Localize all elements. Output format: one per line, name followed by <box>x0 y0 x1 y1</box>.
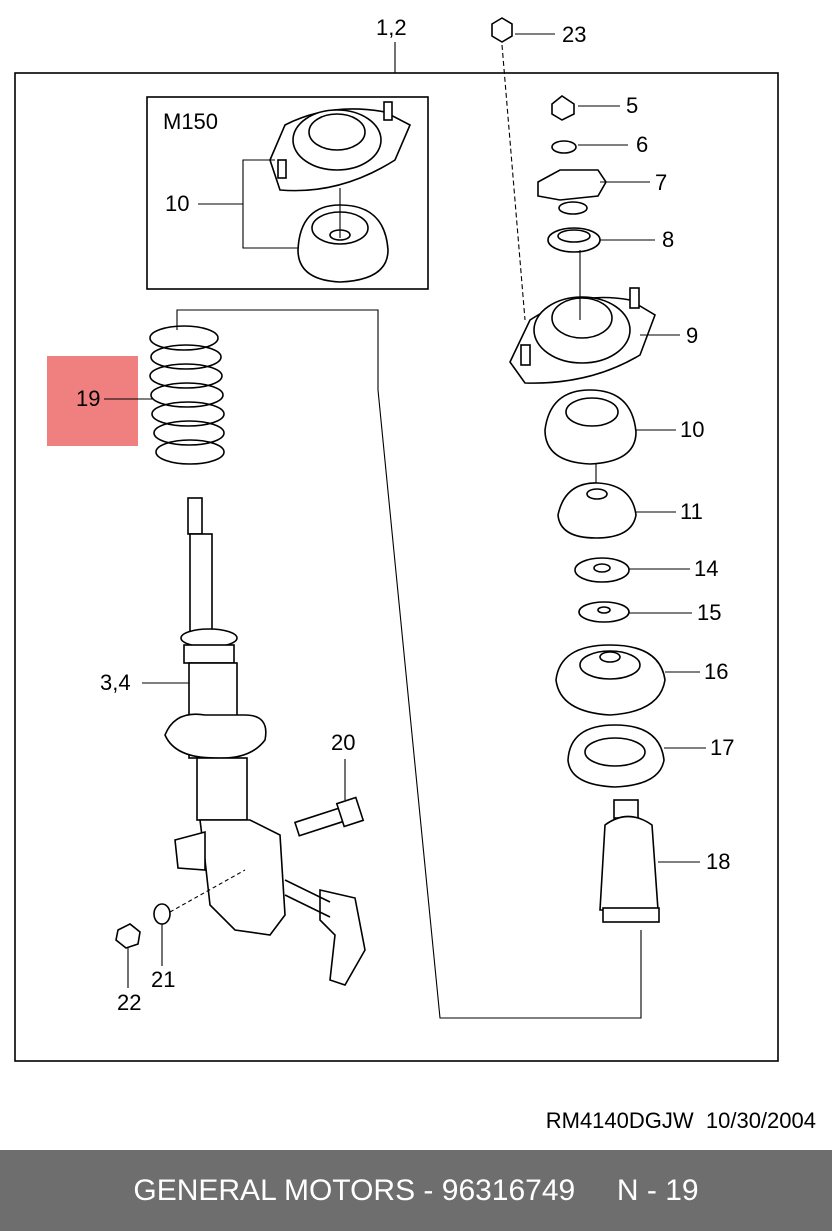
assembly-frame <box>14 72 779 1062</box>
nut-5 <box>551 95 575 121</box>
callout-16: 16 <box>704 659 728 684</box>
callout-10-inset: 10 <box>165 191 189 216</box>
drawing-reference: RM4140DGJW 10/30/2004 <box>545 1108 816 1133</box>
callout-18: 18 <box>706 849 730 874</box>
callout-20: 20 <box>331 730 355 755</box>
spring-highlight <box>47 356 138 446</box>
nut-23 <box>491 17 513 43</box>
shock-absorber <box>164 497 366 986</box>
dust-boot-18 <box>599 799 660 923</box>
callout-1-2: 1,2 <box>376 15 407 40</box>
callout-6: 6 <box>636 132 648 157</box>
callout-19: 19 <box>76 386 100 411</box>
callout-5: 5 <box>626 93 638 118</box>
footer-title: GENERAL MOTORS - 96316749 N - 19 <box>133 1173 699 1207</box>
upper-seat-11 <box>557 482 637 539</box>
callout-23: 23 <box>562 22 586 47</box>
plate-7 <box>537 169 607 201</box>
inset-label: M150 <box>163 109 218 134</box>
callout-21: 21 <box>151 967 175 992</box>
callout-14: 14 <box>694 556 718 581</box>
assembly-connector <box>176 309 642 1019</box>
bolt <box>293 796 365 837</box>
callout-11: 11 <box>680 499 703 524</box>
footer-bar: GENERAL MOTORS - 96316749 N - 19 <box>0 1150 832 1231</box>
callout-22: 22 <box>117 990 141 1015</box>
m150-inset: M150 10 <box>146 96 429 290</box>
callout-8: 8 <box>662 227 674 252</box>
washer <box>153 903 171 925</box>
coil-spring <box>149 325 225 465</box>
strut-mount-9 <box>509 287 656 384</box>
callout-10: 10 <box>680 417 704 442</box>
callout-9: 9 <box>686 323 698 348</box>
callout-17: 17 <box>710 735 734 760</box>
callout-7: 7 <box>655 170 667 195</box>
callout-15: 15 <box>697 600 721 625</box>
washer-6 <box>551 140 577 154</box>
callout-3-4: 3,4 <box>100 670 131 695</box>
nut <box>115 923 141 949</box>
exploded-parts-diagram: 1,2 M150 10 19 <box>14 15 779 1062</box>
